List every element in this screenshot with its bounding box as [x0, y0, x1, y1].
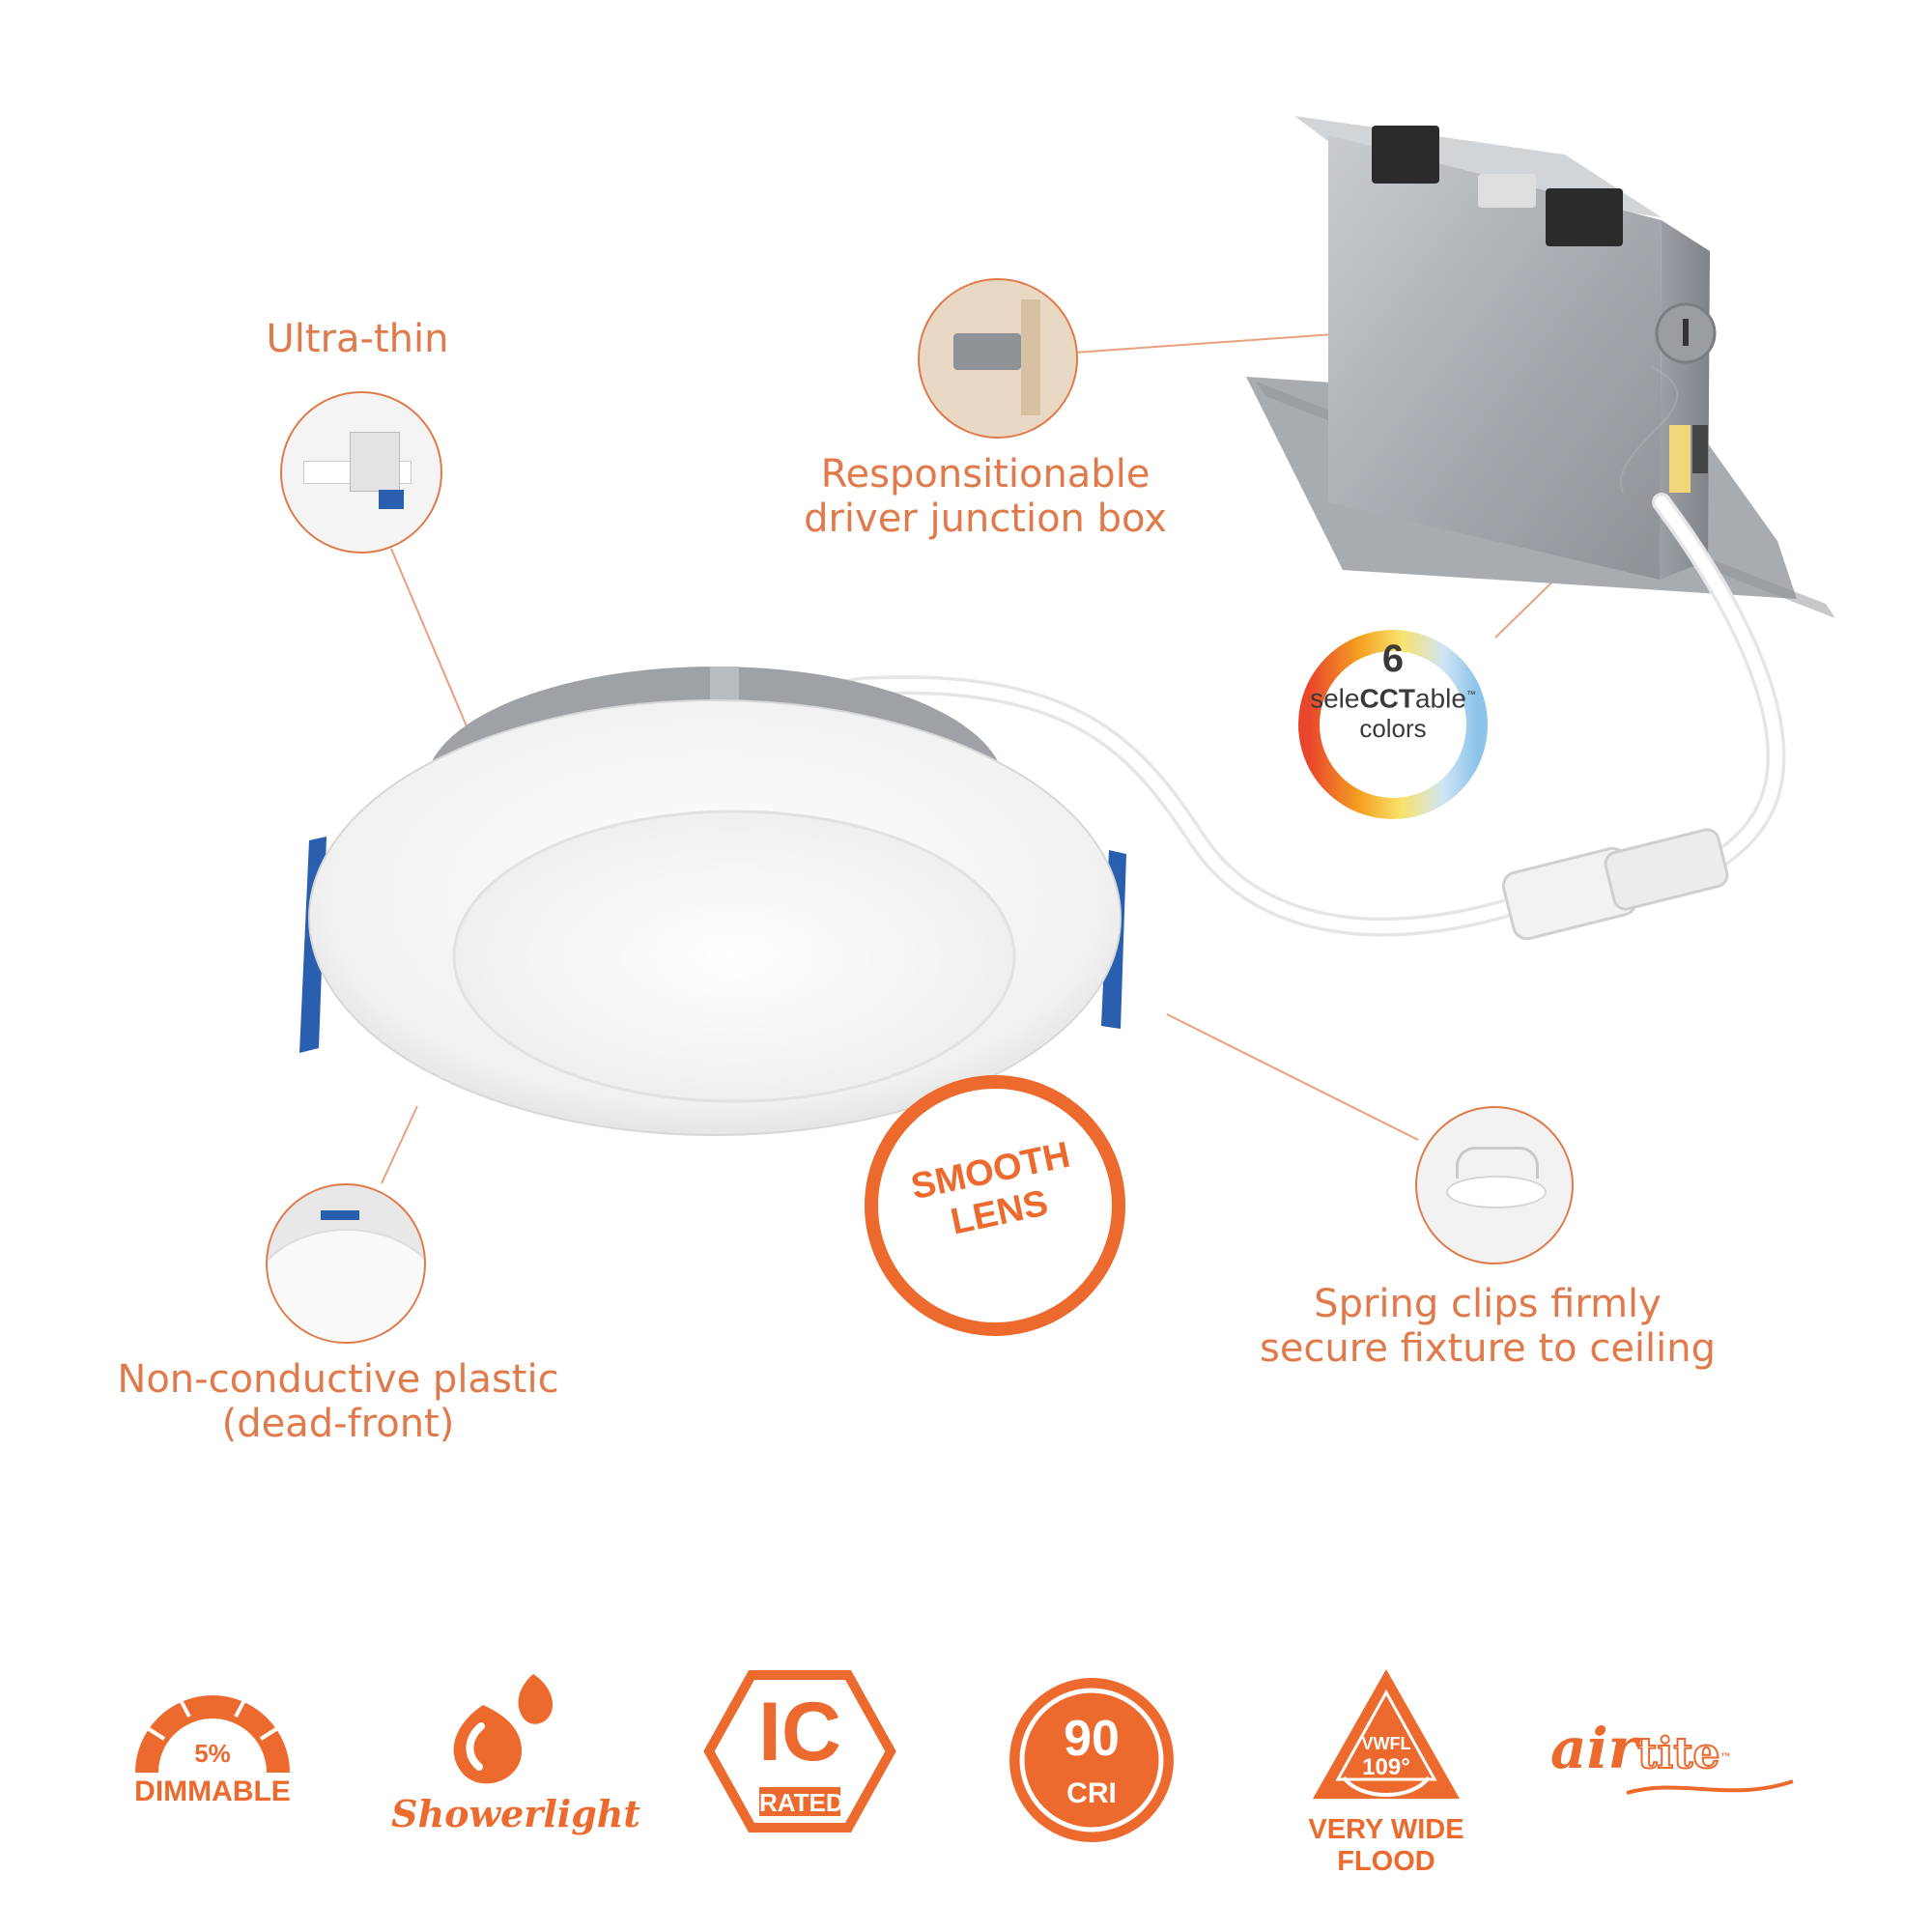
airtite-swoosh [1626, 1779, 1794, 1795]
ic-rated-small: RATED [759, 1788, 844, 1817]
selectable-brand-cct: CCT [1359, 683, 1415, 714]
airtite-tite: tite [1636, 1728, 1720, 1779]
callout-non-conductive-line1: Non-conductive plastic [117, 1357, 559, 1402]
callout-spring-clips-line1: Spring clips firmly [1314, 1282, 1662, 1326]
selectable-sub: colors [1359, 714, 1427, 744]
driver-junction-box [1246, 116, 1835, 618]
inset-spring-clips [1415, 1106, 1574, 1264]
airtite-air: air [1550, 1716, 1638, 1781]
cri-value: 90 [1064, 1711, 1120, 1767]
downlight-fixture [299, 667, 1126, 1136]
selectable-colors-badge: 6 seleCCTable™ colors [1296, 638, 1490, 743]
ic-rated-hexagon-icon [703, 1670, 896, 1833]
inset-ultra-thin [280, 391, 442, 554]
selectable-brand-post: able [1414, 683, 1466, 714]
dimmable-value: 5% [194, 1739, 231, 1768]
callout-junction-box: Responsitionable driver junction box [763, 452, 1208, 541]
inset-non-conductive [266, 1183, 426, 1344]
callout-non-conductive-line2: (dead-front) [221, 1402, 455, 1446]
very-wide-flood-icon [1313, 1669, 1460, 1799]
flood-code: VWFL [1361, 1734, 1411, 1753]
inset-junction-box [918, 278, 1078, 439]
dimmable-gauge-icon [135, 1695, 290, 1774]
airtite-tm: ™ [1719, 1750, 1732, 1765]
selectable-brand: seleCCTable™ [1296, 680, 1490, 714]
water-drops-icon [453, 1674, 553, 1784]
selectable-brand-tm: ™ [1465, 690, 1476, 700]
cri-circle-icon [1009, 1678, 1174, 1842]
cable-connector [1501, 828, 1729, 941]
airtite-logo: airtite™ [1550, 1716, 1802, 1793]
flood-angle: 109° [1362, 1754, 1410, 1780]
flood-label: VERY WIDE FLOOD [1308, 1814, 1464, 1877]
callout-spring-clips: Spring clips firmly secure fixture to ce… [1227, 1282, 1748, 1371]
callout-junction-box-line1: Responsitionable [820, 452, 1151, 497]
cri-label: CRI [1066, 1777, 1117, 1809]
selectable-brand-pre: sele [1310, 683, 1360, 714]
selectable-number: 6 [1381, 638, 1405, 680]
ic-rated-big: IC [758, 1686, 841, 1778]
callout-junction-box-line2: driver junction box [804, 497, 1167, 541]
smooth-lens-stamp [865, 1075, 1125, 1336]
callout-ultra-thin: Ultra-thin [266, 317, 449, 361]
selectable-colors-ring [1298, 630, 1488, 819]
dimmable-label: DIMMABLE [134, 1776, 291, 1807]
callout-spring-clips-line2: secure fixture to ceiling [1259, 1326, 1717, 1371]
callout-non-conductive: Non-conductive plastic (dead-front) [87, 1357, 589, 1446]
showerlight-label: Showerlight [391, 1792, 640, 1835]
